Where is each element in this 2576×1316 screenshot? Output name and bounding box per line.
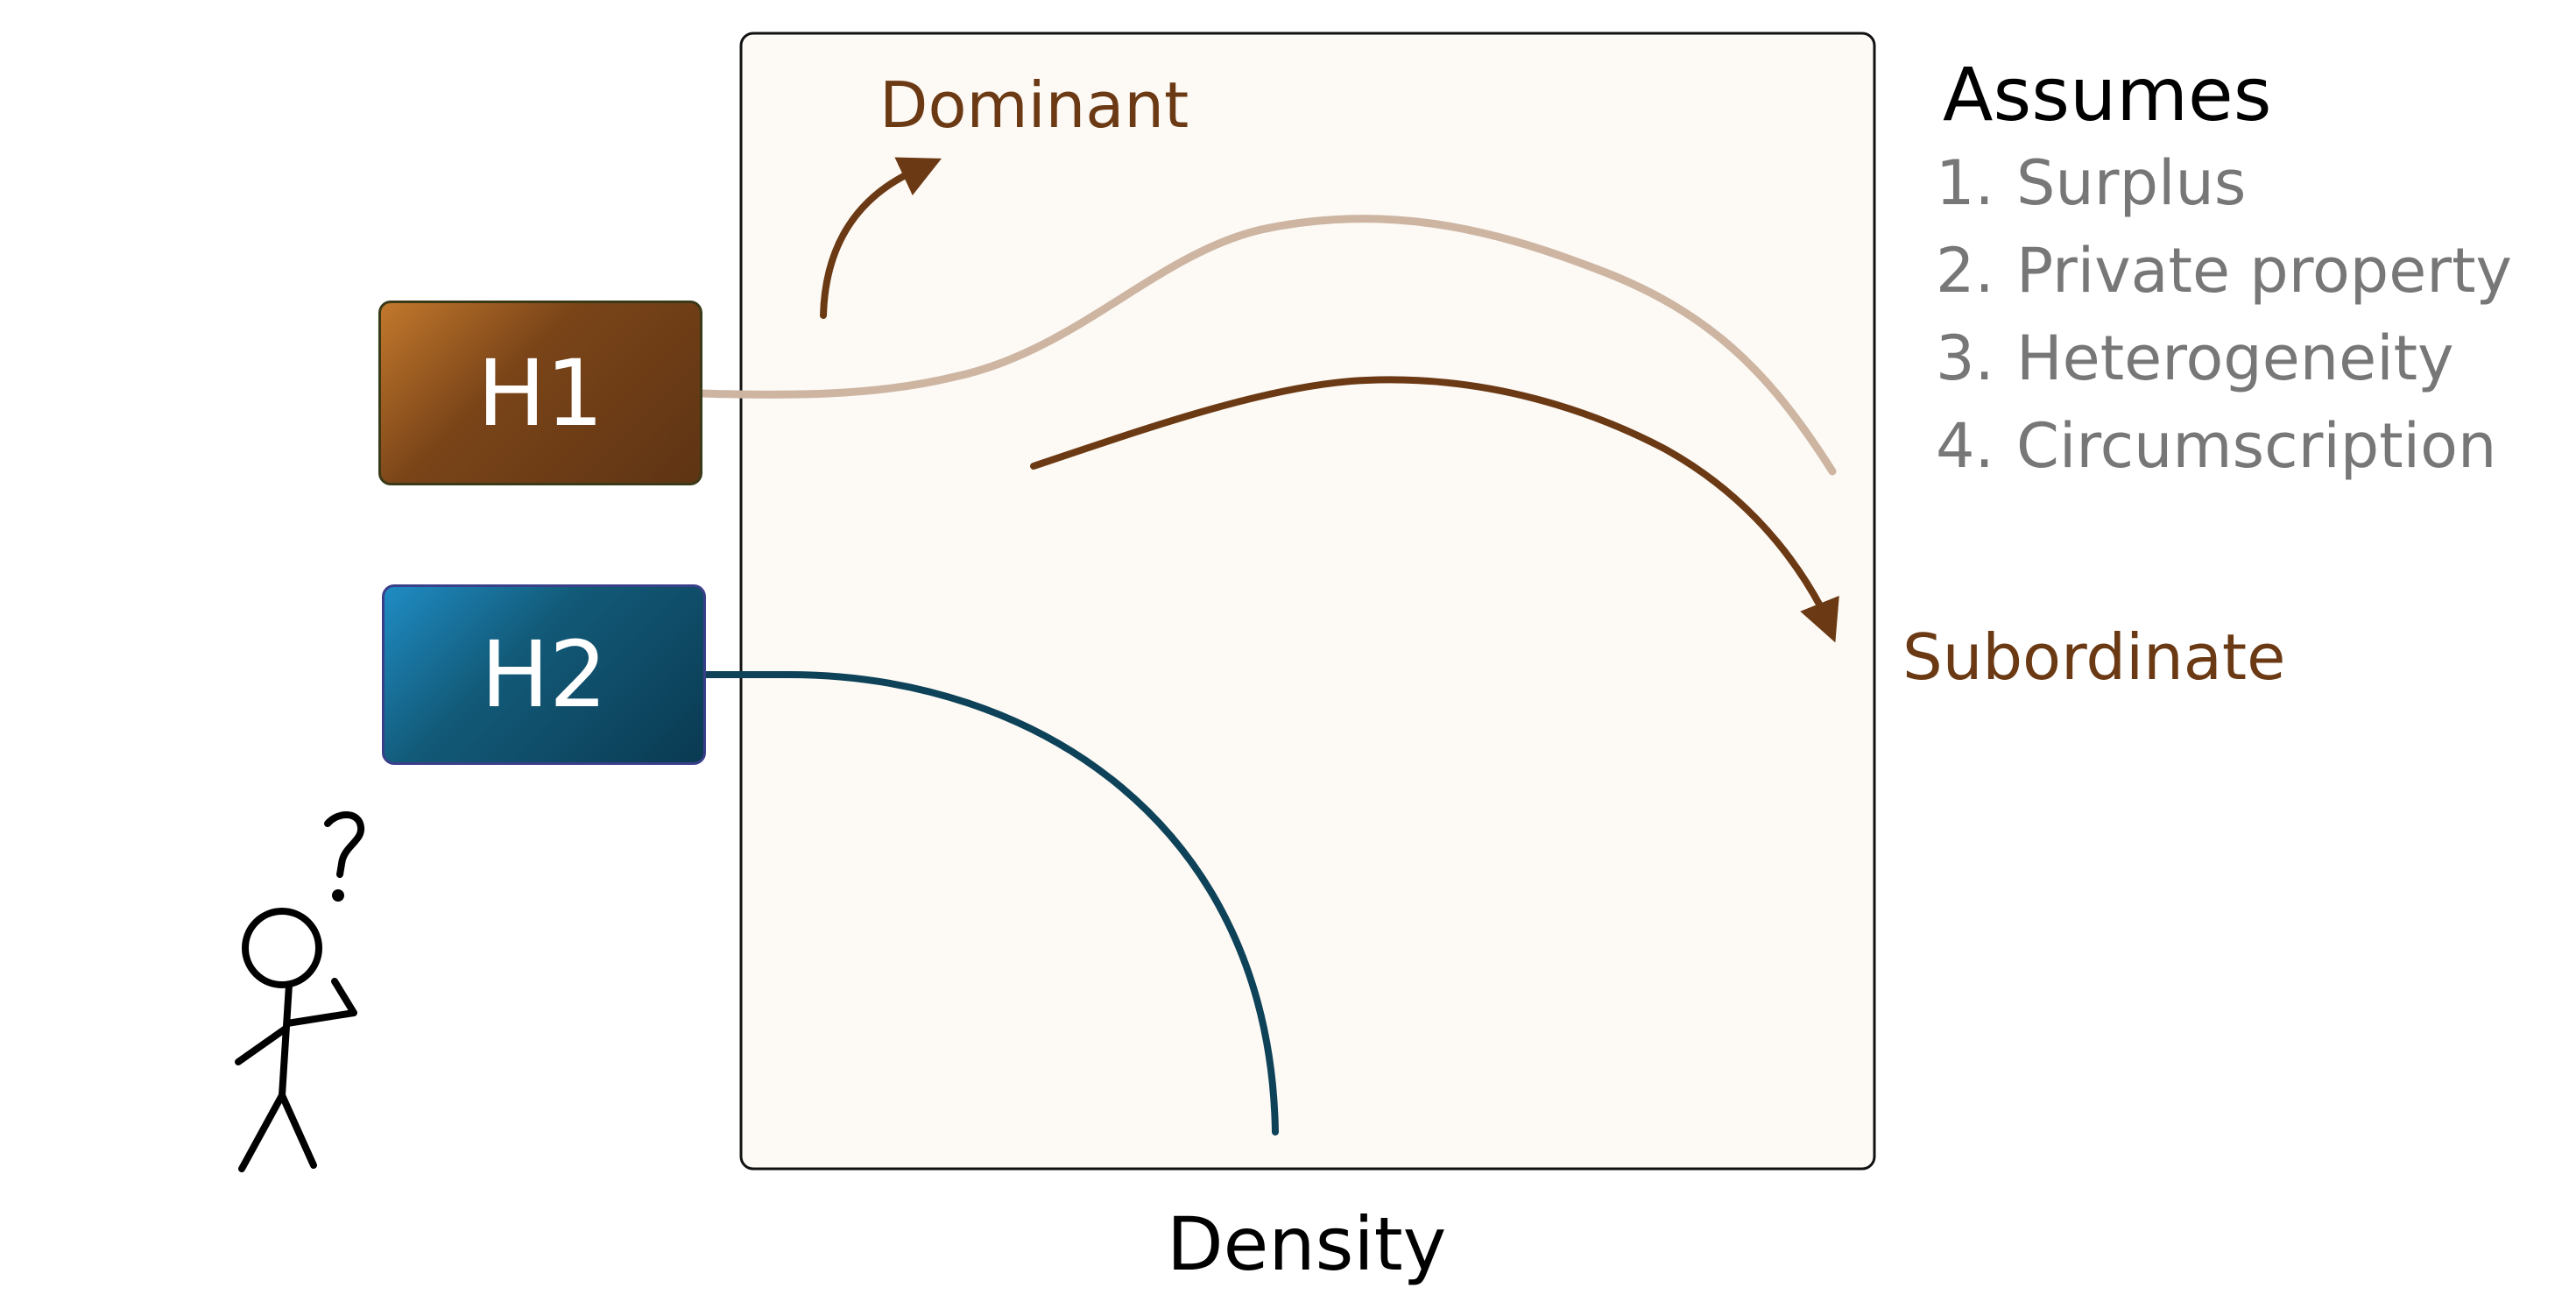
dominant-label: Dominant bbox=[879, 68, 1189, 142]
h1-box: H1 bbox=[378, 301, 702, 485]
assumes-item: 4.Circumscription bbox=[1936, 415, 2496, 477]
dominant-arrow bbox=[820, 157, 942, 319]
assumes-title: Assumes bbox=[1943, 52, 2272, 138]
assumes-item-number: 3. bbox=[1936, 322, 1994, 394]
question-mark-dot bbox=[332, 889, 344, 902]
assumes-item-text: Surplus bbox=[2016, 147, 2247, 219]
h2-box: H2 bbox=[382, 584, 706, 765]
plot-frame bbox=[739, 32, 1876, 1171]
x-axis-label: Density bbox=[1167, 1201, 1447, 1287]
h1-faded-curve bbox=[695, 215, 1837, 476]
assumes-item-text: Private property bbox=[2016, 235, 2512, 307]
assumes-item: 3.Heterogeneity bbox=[1936, 328, 2454, 389]
assumes-item-number: 2. bbox=[1936, 235, 1994, 307]
assumes-item: 2.Private property bbox=[1936, 240, 2512, 301]
stick-figure-thinking-icon bbox=[235, 811, 365, 1172]
assumes-item-text: Circumscription bbox=[2016, 410, 2497, 482]
h2-label: H2 bbox=[480, 621, 608, 728]
assumes-item-number: 4. bbox=[1936, 410, 1994, 482]
assumes-item-text: Heterogeneity bbox=[2016, 322, 2454, 394]
h2-curve bbox=[697, 671, 1279, 1136]
assumes-item-number: 1. bbox=[1936, 147, 1994, 219]
subordinate-label: Subordinate bbox=[1902, 620, 2286, 694]
h1-label: H1 bbox=[476, 339, 604, 447]
assumes-item: 1.Surplus bbox=[1936, 152, 2246, 214]
subordinate-arrow bbox=[1030, 376, 1839, 643]
